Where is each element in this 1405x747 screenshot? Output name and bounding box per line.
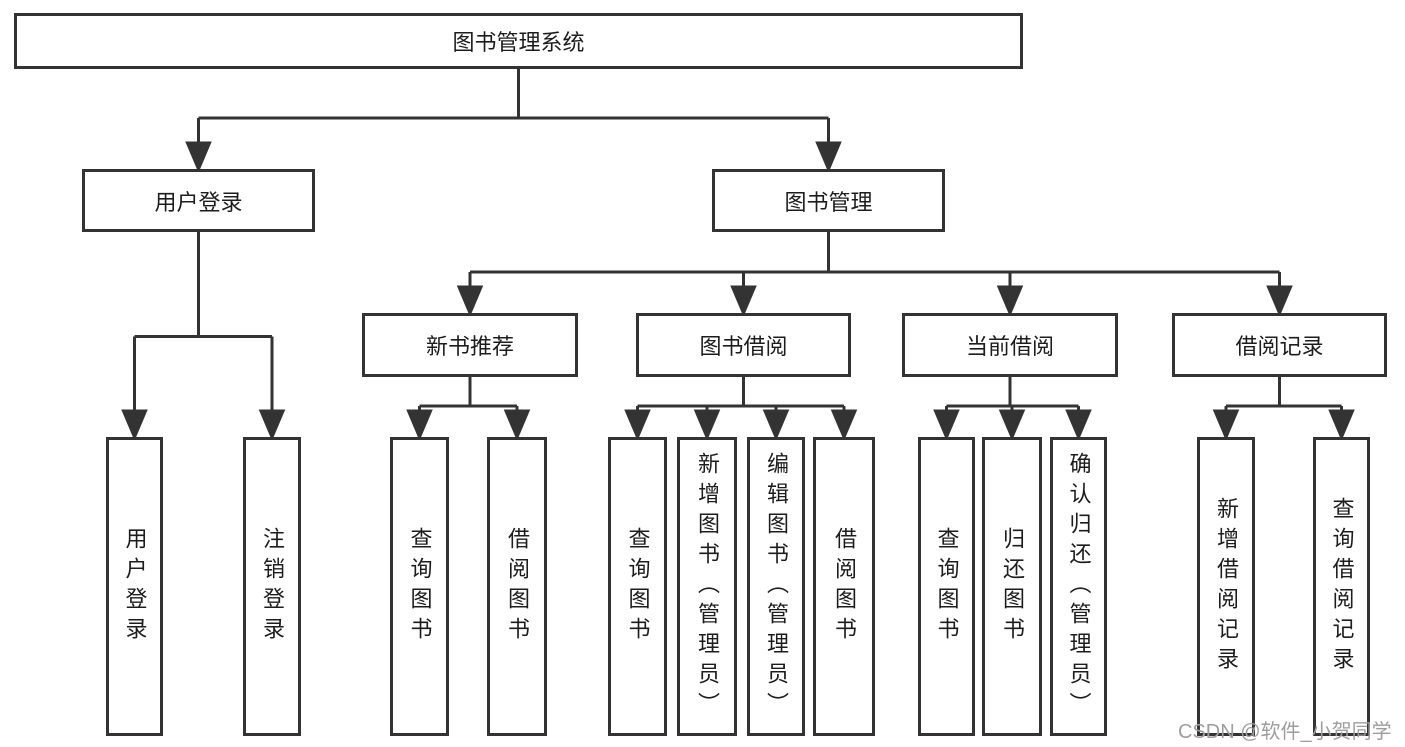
node-leaf-confirm-return-admin: 确认归还（管理员） xyxy=(1050,437,1107,736)
node-leaf-add-borrow-record: 新增借阅记录 xyxy=(1197,437,1255,736)
node-new-book-recommend-label: 新书推荐 xyxy=(425,334,514,359)
leaf-label: 确认归还（管理员） xyxy=(1066,451,1092,722)
leaf-label: 归还图书 xyxy=(1000,526,1025,647)
node-root-label: 图书管理系统 xyxy=(452,30,585,55)
node-leaf-query-books-borrow: 查询图书 xyxy=(608,437,667,736)
node-borrow-records: 借阅记录 xyxy=(1172,313,1387,377)
connector-borrow-records-children xyxy=(1212,377,1355,441)
connector-book-management-children xyxy=(456,232,1293,317)
node-current-borrow-label: 当前借阅 xyxy=(965,334,1054,359)
node-book-management-label: 图书管理 xyxy=(784,189,873,215)
node-leaf-user-login: 用户登录 xyxy=(106,437,163,736)
node-user-login: 用户登录 xyxy=(82,169,315,232)
leaf-label: 查询图书 xyxy=(934,526,960,647)
node-leaf-query-borrow-record: 查询借阅记录 xyxy=(1313,437,1370,736)
node-leaf-borrow-books-recommend: 借阅图书 xyxy=(487,437,547,736)
connector-root-to-branches xyxy=(185,69,842,173)
node-leaf-query-books-current: 查询图书 xyxy=(918,437,975,736)
connector-book-borrow-children xyxy=(624,377,858,441)
leaf-label: 借阅图书 xyxy=(832,526,857,647)
connector-user-login-children xyxy=(121,232,286,441)
node-leaf-borrow-books: 借阅图书 xyxy=(813,437,875,736)
leaf-label: 编辑图书（管理员） xyxy=(764,451,789,722)
connector-current-borrow-children xyxy=(933,377,1092,441)
csdn-watermark: CSDN @软件_小贺同学 xyxy=(1178,721,1392,743)
node-book-borrow: 图书借阅 xyxy=(636,313,851,377)
leaf-label: 新增图书（管理员） xyxy=(695,451,720,722)
node-root: 图书管理系统 xyxy=(14,13,1023,69)
leaf-label: 用户登录 xyxy=(122,526,148,647)
node-current-borrow: 当前借阅 xyxy=(902,313,1118,377)
leaf-label: 查询借阅记录 xyxy=(1329,496,1355,677)
leaf-label: 借阅图书 xyxy=(505,526,530,647)
node-book-management: 图书管理 xyxy=(712,169,945,232)
leaf-label: 注销登录 xyxy=(260,526,285,647)
node-leaf-add-book-admin: 新增图书（管理员） xyxy=(677,437,737,736)
node-new-book-recommend: 新书推荐 xyxy=(362,313,578,377)
node-leaf-edit-book-admin: 编辑图书（管理员） xyxy=(747,437,805,736)
node-borrow-records-label: 借阅记录 xyxy=(1235,334,1324,359)
leaf-label: 查询图书 xyxy=(407,526,433,647)
leaf-label: 查询图书 xyxy=(625,526,651,647)
node-book-borrow-label: 图书借阅 xyxy=(699,334,788,359)
node-user-login-label: 用户登录 xyxy=(154,189,243,215)
node-leaf-return-books: 归还图书 xyxy=(982,437,1042,736)
node-leaf-logout: 注销登录 xyxy=(243,437,301,736)
node-leaf-query-books-recommend: 查询图书 xyxy=(390,437,449,736)
connector-new-book-recommend-children xyxy=(406,377,531,441)
leaf-label: 新增借阅记录 xyxy=(1214,496,1239,677)
